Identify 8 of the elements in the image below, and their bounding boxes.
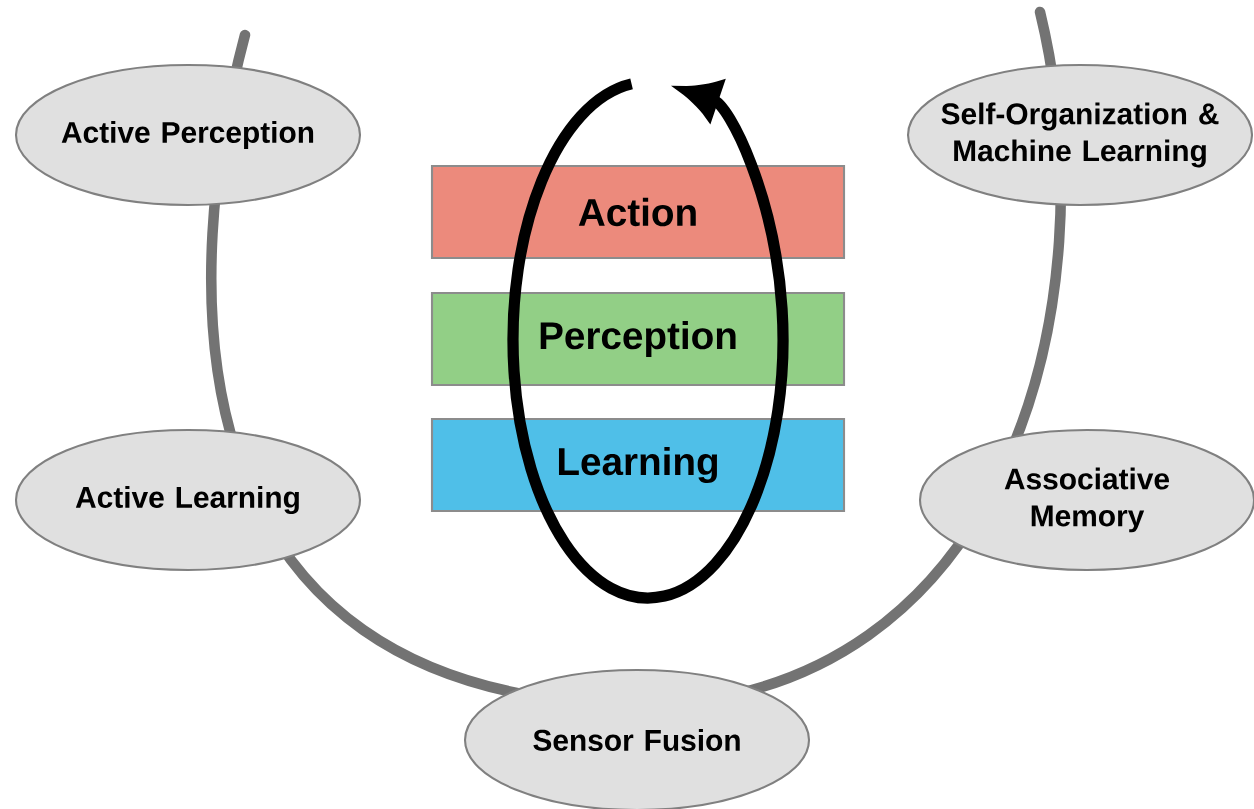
ellipse-node: Sensor Fusion <box>463 668 811 809</box>
layer-bar: Perception <box>430 291 846 387</box>
ellipse-node: Active Learning <box>14 428 362 572</box>
ellipse-node: Self-Organization & Machine Learning <box>906 63 1254 207</box>
ellipse-node: Associative Memory <box>918 428 1254 572</box>
layer-bar: Action <box>430 164 846 260</box>
layer-bar: Learning <box>430 417 846 513</box>
ellipse-node: Active Perception <box>14 63 362 207</box>
